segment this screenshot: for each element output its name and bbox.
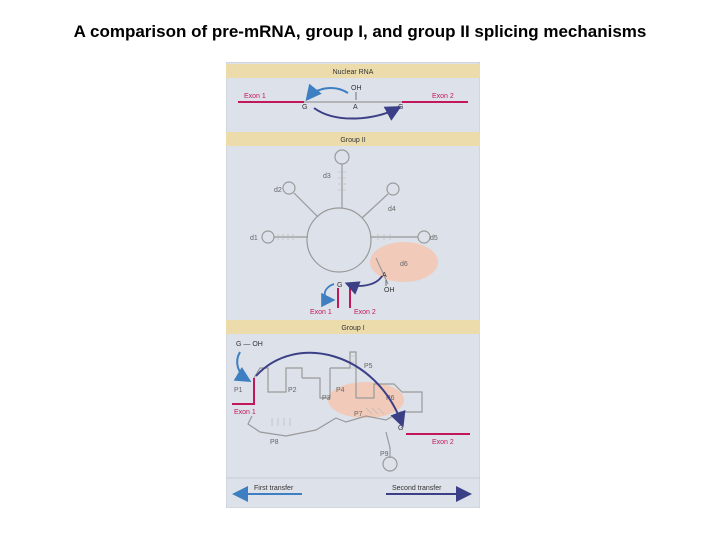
- nuclear-exon1-label: Exon 1: [244, 93, 266, 100]
- p7-base-pairs: [365, 407, 385, 415]
- group2-header-band: [226, 132, 480, 146]
- slide-title: A comparison of pre-mRNA, group I, and g…: [73, 22, 647, 41]
- nuclear-second-transfer-arrow: [313, 106, 402, 121]
- domain-d5-loop: [417, 230, 431, 244]
- splicing-figure: Nuclear RNA Exon 1 Exon 2 G A G OH Group…: [226, 62, 480, 508]
- group2-exon1-label: Exon 1: [310, 309, 332, 316]
- group1-exon2-label: Exon 2: [432, 439, 454, 446]
- group1-first-transfer-arrow: [233, 351, 252, 383]
- p5-base-pairs: [350, 355, 356, 369]
- domain-d3-label: d3: [323, 173, 331, 180]
- nuclear-a-branch: A: [353, 104, 358, 111]
- group1-p8-loop: [247, 415, 337, 437]
- d1-base-pairs: [277, 234, 294, 240]
- group2-first-transfer-arrow: [321, 283, 336, 308]
- domain-d2-label: d2: [274, 187, 282, 194]
- nuclear-g-left: G: [302, 104, 307, 111]
- helix-p4-label: P4: [336, 387, 345, 394]
- nuclear-exon2-label: Exon 2: [432, 93, 454, 100]
- domain-d1-loop: [261, 230, 275, 244]
- splicing-diagram-svg: Nuclear RNA Exon 1 Exon 2 G A G OH Group…: [226, 62, 480, 508]
- group1-g-oh: G — OH: [236, 341, 263, 348]
- legend-second-transfer-label: Second transfer: [392, 485, 442, 492]
- domain-d2-loop: [282, 181, 296, 195]
- domain-d1-label: d1: [250, 235, 258, 242]
- group1-exon1-label: Exon 1: [234, 409, 256, 416]
- legend: First transfer Second transfer: [232, 485, 472, 502]
- helix-p9-label: P9: [380, 451, 389, 458]
- domain-d4-loop: [386, 182, 400, 196]
- domain-d2-stem: [293, 192, 319, 218]
- nuclear-g-right: G: [398, 104, 403, 111]
- helix-p2-label: P2: [288, 387, 297, 394]
- group2-exon2-label: Exon 2: [354, 309, 376, 316]
- helix-p8-label: P8: [270, 439, 279, 446]
- domain-d5-label: d5: [430, 235, 438, 242]
- nuclear-header: Nuclear RNA: [333, 69, 374, 76]
- d3-base-pairs: [338, 171, 346, 191]
- domain-d4-label: d4: [388, 206, 396, 213]
- group1-second-transfer-arrow: [255, 351, 406, 428]
- group1-p9-loop: [382, 456, 398, 472]
- nuclear-first-transfer-arrow: [305, 83, 349, 102]
- legend-first-transfer-label: First transfer: [254, 485, 294, 492]
- nuclear-header-band: [226, 64, 480, 78]
- group1-exon1-strand: [232, 378, 255, 405]
- nuclear-oh: OH: [351, 85, 362, 92]
- group1-diagram: G — OH Exon 1 P1 P2 P3 P4 P5 P6 P7 P8 P9: [232, 341, 470, 472]
- helix-p3-label: P3: [322, 395, 331, 402]
- nuclear-rna-diagram: Exon 1 Exon 2 G A G OH: [238, 83, 468, 121]
- group2-second-transfer-arrow: [344, 275, 383, 295]
- d5-base-pairs: [377, 234, 391, 240]
- group1-p9-stem: [385, 431, 391, 458]
- group1-g: G: [398, 425, 403, 432]
- group2-g: G: [337, 282, 342, 289]
- group2-central-ring: [306, 207, 372, 273]
- helix-p7-label: P7: [354, 411, 363, 418]
- group1-p3-stem: [302, 368, 331, 399]
- helix-p1-label: P1: [234, 387, 243, 394]
- domain-d4-stem: [361, 193, 389, 219]
- group2-header: Group II: [340, 137, 365, 144]
- p8-base-pairs: [271, 418, 291, 426]
- group2-active-site-highlight: [370, 242, 438, 282]
- group1-header: Group I: [341, 325, 364, 332]
- domain-d6-stem: [375, 257, 389, 285]
- domain-d6-label: d6: [400, 261, 408, 268]
- helix-p5-label: P5: [364, 363, 373, 370]
- group1-header-band: [226, 320, 480, 334]
- group2-oh: OH: [384, 287, 395, 294]
- group1-p1-p2-stems: [253, 367, 303, 393]
- group2-a-branch: A: [382, 272, 387, 279]
- group2-diagram: d1 d2 d3 d4 d5 d6 A OH G Exon 1 Exon 2: [250, 149, 438, 316]
- domain-d3-loop: [334, 149, 350, 165]
- group1-p6-stem: [356, 383, 423, 413]
